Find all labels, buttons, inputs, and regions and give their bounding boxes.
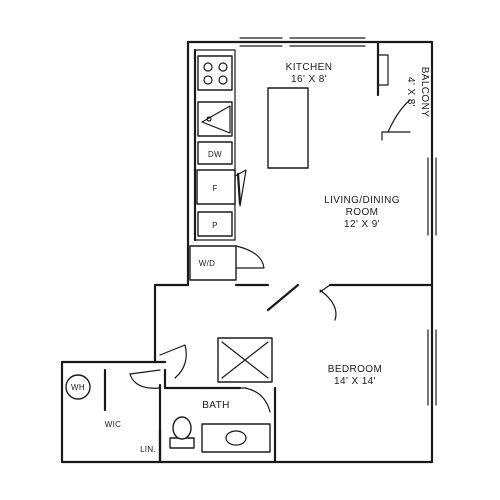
fridge-label: F <box>212 184 217 193</box>
washer-dryer-label: W/D <box>199 259 215 268</box>
exterior-walls <box>60 40 434 464</box>
kitchen-sink-icon <box>197 101 233 137</box>
balcony-size: 4' X 8' <box>405 77 416 107</box>
interior-walls <box>234 283 434 321</box>
linen-name: LIN. <box>140 445 156 454</box>
toilet-icon <box>169 416 195 449</box>
dishwasher-label: DW <box>208 150 222 159</box>
water-heater-label: WH <box>71 383 85 392</box>
water-heater-icon: WH <box>65 374 91 400</box>
balcony-area <box>376 40 411 141</box>
kitchen-counter <box>193 48 236 242</box>
kitchen-size: 16' X 8' <box>291 74 327 85</box>
kitchen-name: KITCHEN <box>286 62 333 73</box>
bedroom-name: BEDROOM <box>328 364 382 375</box>
stove-icon <box>197 55 233 91</box>
shower-icon <box>217 337 273 383</box>
bath-name: BATH <box>202 400 230 411</box>
vanity-sink-icon <box>201 423 271 453</box>
pantry-icon: P <box>197 211 233 237</box>
fridge-icon: F <box>196 169 247 207</box>
bathroom-walls <box>103 344 277 464</box>
living-name-line2: ROOM <box>346 207 379 218</box>
living-name-line1: LIVING/DINING <box>324 195 400 206</box>
bedroom-size: 14' X 14' <box>334 376 376 387</box>
living-size: 12' X 9' <box>344 219 380 230</box>
wic-name: WIC <box>105 420 121 429</box>
balcony-name: BALCONY <box>419 67 430 118</box>
windows <box>239 37 437 406</box>
washer-dryer-closet: W/D <box>189 245 265 281</box>
pantry-label: P <box>212 221 218 230</box>
kitchen-island <box>267 87 309 169</box>
dishwasher-icon: DW <box>197 141 233 165</box>
